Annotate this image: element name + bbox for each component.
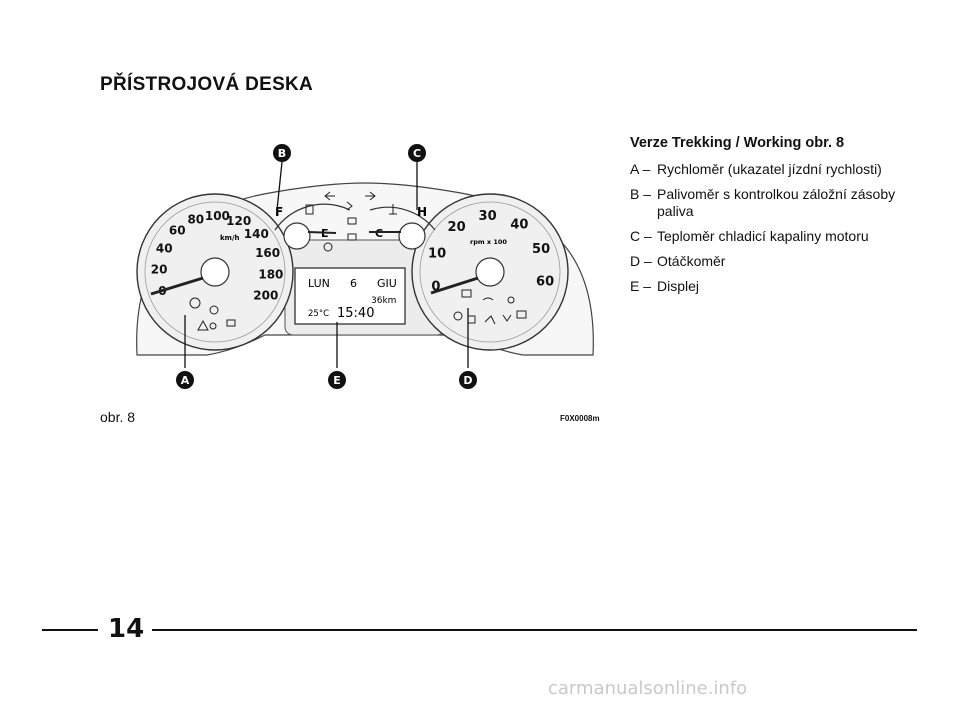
instrument-panel-diagram: 020406080100120140160180200 km/h 0102030… — [136, 144, 594, 389]
speed-label-40: 40 — [156, 241, 173, 255]
speed-label-160: 160 — [255, 246, 280, 260]
display-date-number: 6 — [350, 277, 357, 290]
speedometer: 020406080100120140160180200 km/h — [136, 193, 294, 351]
callout-letter-b: B — [278, 147, 286, 160]
center-indicator-icons — [323, 191, 376, 252]
page-title: PŘÍSTROJOVÁ DESKA — [100, 74, 314, 95]
tachometer-needle — [430, 276, 479, 295]
callout-letter-a: A — [181, 374, 190, 387]
rpm-label-30: 30 — [479, 209, 497, 224]
temp-cold-label: C — [375, 227, 383, 240]
legend-heading: Verze Trekking / Working obr. 8 — [630, 135, 845, 151]
temp-hot-label: H — [417, 205, 427, 219]
speedometer-warning-icons — [189, 297, 236, 331]
speed-unit-label: km/h — [220, 234, 240, 242]
speed-label-180: 180 — [258, 267, 283, 281]
figure-legend: Verze Trekking / Working obr. 8 A – Rych… — [630, 135, 930, 303]
fuel-pump-icon — [305, 204, 314, 215]
figure-caption: obr. 8 — [100, 409, 136, 425]
legend-item-d: D – Otáčkoměr — [630, 253, 726, 269]
display-time: 15:40 — [337, 306, 374, 321]
temperature-gauge: C H — [369, 204, 436, 250]
display-temperature: 25°C — [308, 309, 329, 319]
speed-label-100: 100 — [205, 209, 230, 223]
legend-item-c: C – Teploměr chladicí kapaliny motoru — [630, 228, 869, 244]
page-number: 14 — [108, 614, 145, 644]
rpm-label-50: 50 — [532, 242, 550, 257]
display-odometer: 36km — [371, 296, 396, 306]
speed-label-20: 20 — [151, 263, 168, 277]
footer-rule-left — [42, 629, 98, 631]
speed-label-120: 120 — [226, 214, 251, 228]
figure-code: F0X0008m — [560, 414, 600, 423]
callout-marker-a — [176, 371, 194, 389]
callout-marker-e — [328, 371, 346, 389]
speed-label-200: 200 — [253, 289, 278, 303]
callout-marker-c — [408, 144, 426, 162]
rpm-label-10: 10 — [428, 247, 446, 262]
display-month: GIU — [377, 277, 397, 290]
callout-marker-d — [459, 371, 477, 389]
rpm-label-60: 60 — [536, 275, 554, 290]
lcd-display: LUN 6 GIU 36km 25°C 15:40 — [294, 267, 406, 325]
speedometer-needle — [150, 276, 204, 296]
callout-letter-d: D — [463, 374, 472, 387]
fuel-gauge: F E — [274, 203, 351, 250]
callout-lines — [184, 161, 469, 368]
legend-item-a: A – Rychloměr (ukazatel jízdní rychlosti… — [630, 161, 882, 177]
footer-rule-right — [152, 629, 917, 631]
rpm-label-20: 20 — [448, 220, 466, 235]
fuel-full-label: F — [275, 205, 283, 219]
legend-item-b: B – Palivoměr s kontrolkou záložní zásob… — [630, 186, 896, 219]
coolant-icon — [389, 204, 397, 215]
watermark-text: carmanualsonline.info — [548, 678, 748, 699]
callout-letter-e: E — [333, 374, 341, 387]
fuel-needle — [307, 231, 337, 234]
rpm-label-40: 40 — [510, 217, 528, 232]
legend-item-e: E – Displej — [630, 278, 700, 294]
callout-letter-c: C — [413, 147, 421, 160]
speed-label-80: 80 — [187, 212, 204, 226]
display-day: LUN — [308, 277, 330, 290]
speed-label-60: 60 — [169, 224, 186, 238]
speed-label-140: 140 — [244, 227, 269, 241]
callout-marker-b — [273, 144, 291, 162]
rpm-label-0: 0 — [431, 280, 440, 295]
rpm-unit-label: rpm x 100 — [470, 238, 507, 246]
